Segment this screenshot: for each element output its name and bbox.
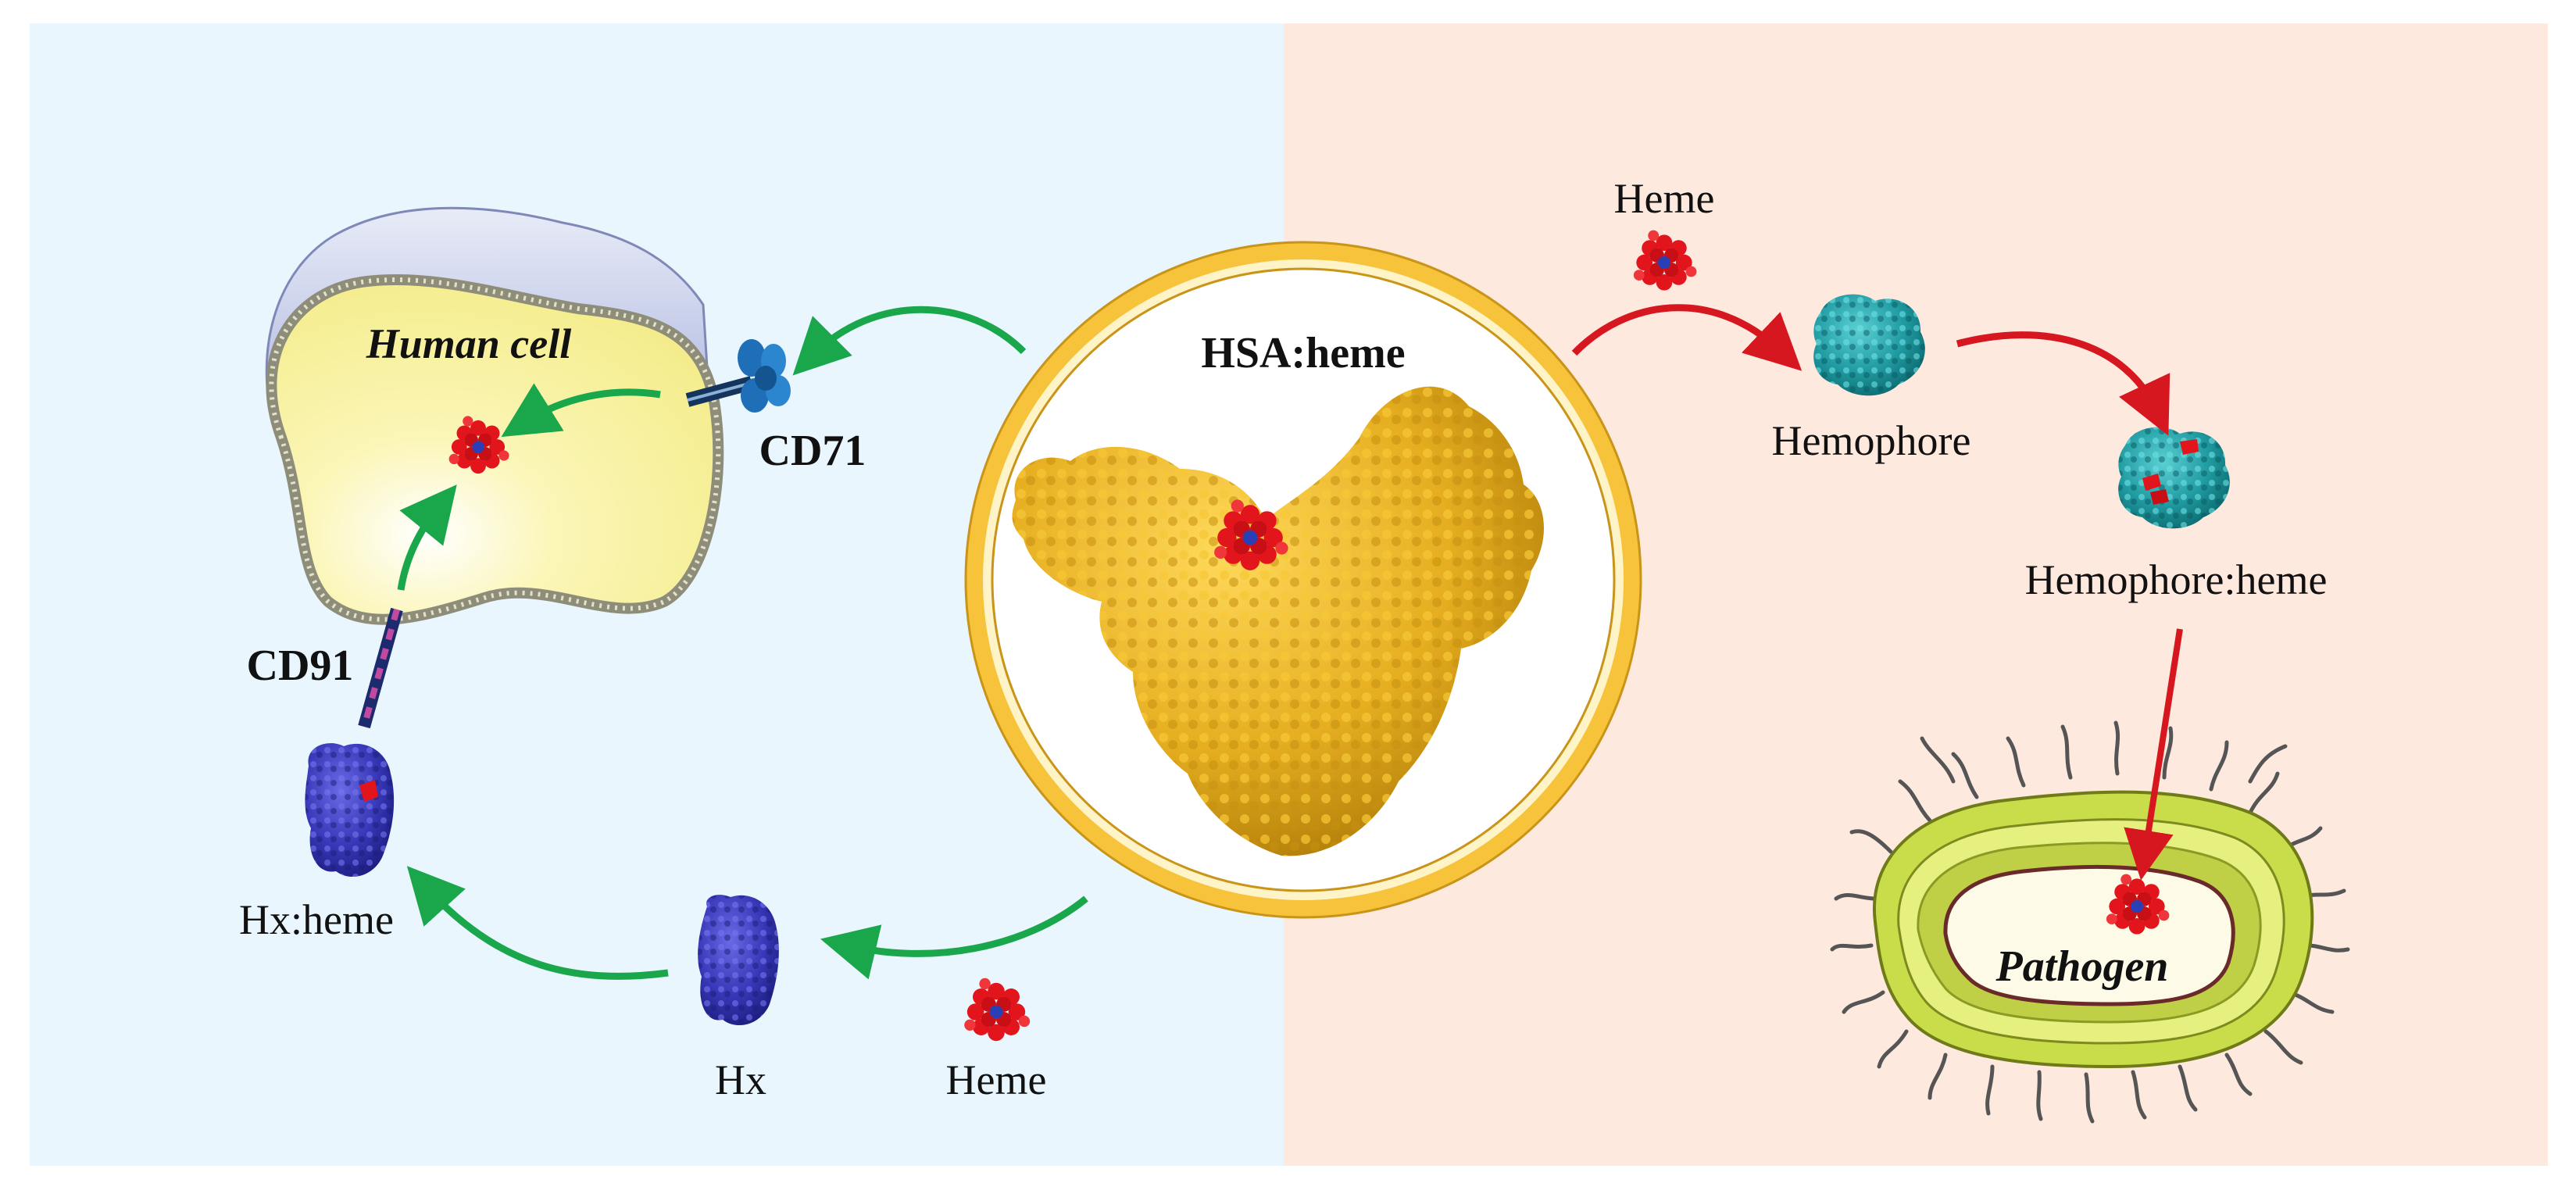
heme-left-label: Heme: [946, 1056, 1047, 1103]
bacterium-body: [1872, 790, 2314, 1069]
cd91-receptor-icon: [358, 607, 403, 729]
hsa-protein-icon: [1012, 386, 1545, 856]
arrow-hemophore-heme-to-pathogen: [2124, 628, 2183, 881]
hemophore-heme-label: Hemophore:heme: [2025, 556, 2328, 603]
hx-heme-label: Hx:heme: [239, 896, 394, 943]
hx-heme-protein-icon: [305, 743, 395, 878]
arrow-hemophore-to-hemophore-heme: [1956, 331, 2170, 436]
arrow-hsa-to-cd71: [792, 306, 1027, 376]
hemophore-label: Hemophore: [1772, 417, 1971, 464]
arrow-cd91-into-cell: [397, 484, 457, 591]
bacterium-hairs: [1830, 720, 2350, 1124]
arrow-hsa-to-hx: [820, 895, 1088, 980]
human-cell-label: Human cell: [366, 320, 572, 367]
heme-top-label: Heme: [1614, 175, 1715, 222]
hx-protein-icon: [698, 895, 779, 1026]
pathogen-label: Pathogen: [1995, 942, 2169, 991]
cd71-label: CD71: [759, 427, 866, 475]
hsa-heme-label: HSA:heme: [1201, 329, 1405, 377]
arrow-cd71-into-cell: [501, 383, 661, 438]
hemophore-protein-icon: [1813, 294, 1925, 396]
human-cell-icon: [265, 206, 724, 625]
hx-label: Hx: [715, 1056, 766, 1103]
cd71-receptor-icon: [685, 339, 791, 413]
arrow-hsa-to-hemophore: [1571, 304, 1802, 371]
cd91-label: CD91: [247, 642, 354, 690]
hemophore-heme-protein-icon: [2118, 427, 2230, 529]
arrow-hx-to-hxheme: [406, 866, 669, 980]
